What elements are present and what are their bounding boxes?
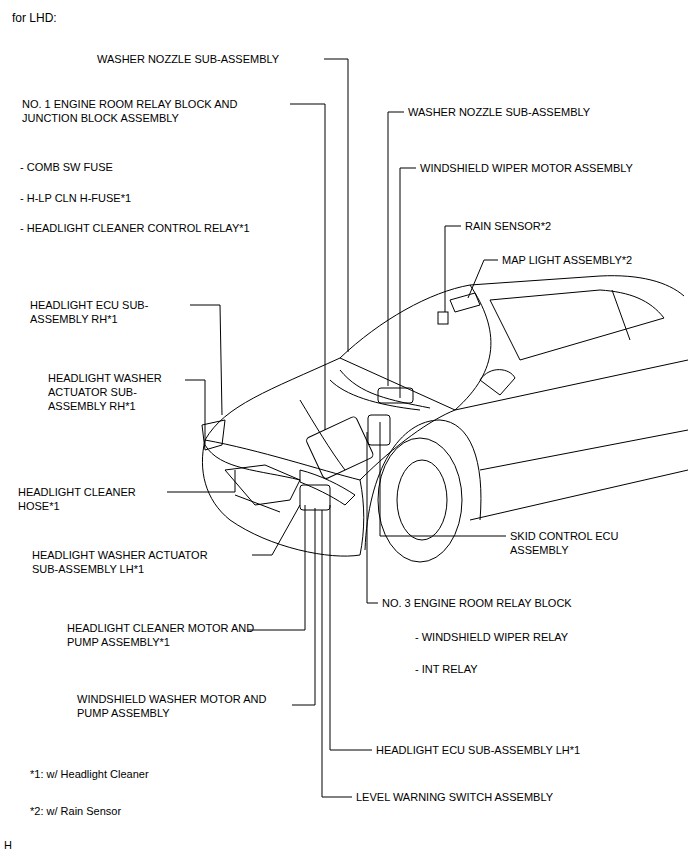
- part-label: - WINDSHIELD WIPER RELAY: [415, 630, 568, 644]
- part-label: - INT RELAY: [415, 662, 478, 676]
- part-label: *2: w/ Rain Sensor: [30, 804, 121, 818]
- part-label: *1: w/ Headlight Cleaner: [30, 767, 149, 781]
- part-label: HEADLIGHT CLEANER HOSE*1: [18, 485, 158, 513]
- part-label: NO. 3 ENGINE ROOM RELAY BLOCK: [382, 596, 572, 610]
- part-label: HEADLIGHT ECU SUB-ASSEMBLY LH*1: [376, 743, 580, 757]
- part-label: WINDSHIELD WASHER MOTOR AND PUMP ASSEMBL…: [77, 692, 269, 720]
- part-label: NO. 1 ENGINE ROOM RELAY BLOCK AND JUNCTI…: [22, 97, 270, 125]
- part-label: SKID CONTROL ECU ASSEMBLY: [510, 529, 638, 557]
- part-label: HEADLIGHT WASHER ACTUATOR SUB-ASSEMBLY L…: [32, 548, 234, 576]
- part-label: HEADLIGHT WASHER ACTUATOR SUB-ASSEMBLY R…: [48, 371, 180, 413]
- part-label: RAIN SENSOR*2: [465, 219, 551, 233]
- part-label: WASHER NOZZLE SUB-ASSEMBLY: [408, 105, 590, 119]
- part-label: WASHER NOZZLE SUB-ASSEMBLY: [97, 52, 279, 66]
- part-label: - HEADLIGHT CLEANER CONTROL RELAY*1: [20, 221, 250, 235]
- part-label: H: [4, 838, 12, 852]
- part-label: MAP LIGHT ASSEMBLY*2: [502, 253, 632, 267]
- vehicle-outline: [202, 276, 688, 562]
- part-label: WINDSHIELD WIPER MOTOR ASSEMBLY: [420, 161, 633, 175]
- part-label: - H-LP CLN H-FUSE*1: [20, 191, 131, 205]
- diagram-title: for LHD:: [12, 11, 57, 25]
- part-label: HEADLIGHT ECU SUB-ASSEMBLY RH*1: [30, 298, 195, 326]
- part-label: HEADLIGHT CLEANER MOTOR AND PUMP ASSEMBL…: [67, 621, 257, 649]
- part-label: - COMB SW FUSE: [20, 160, 113, 174]
- part-label: LEVEL WARNING SWITCH ASSEMBLY: [356, 790, 553, 804]
